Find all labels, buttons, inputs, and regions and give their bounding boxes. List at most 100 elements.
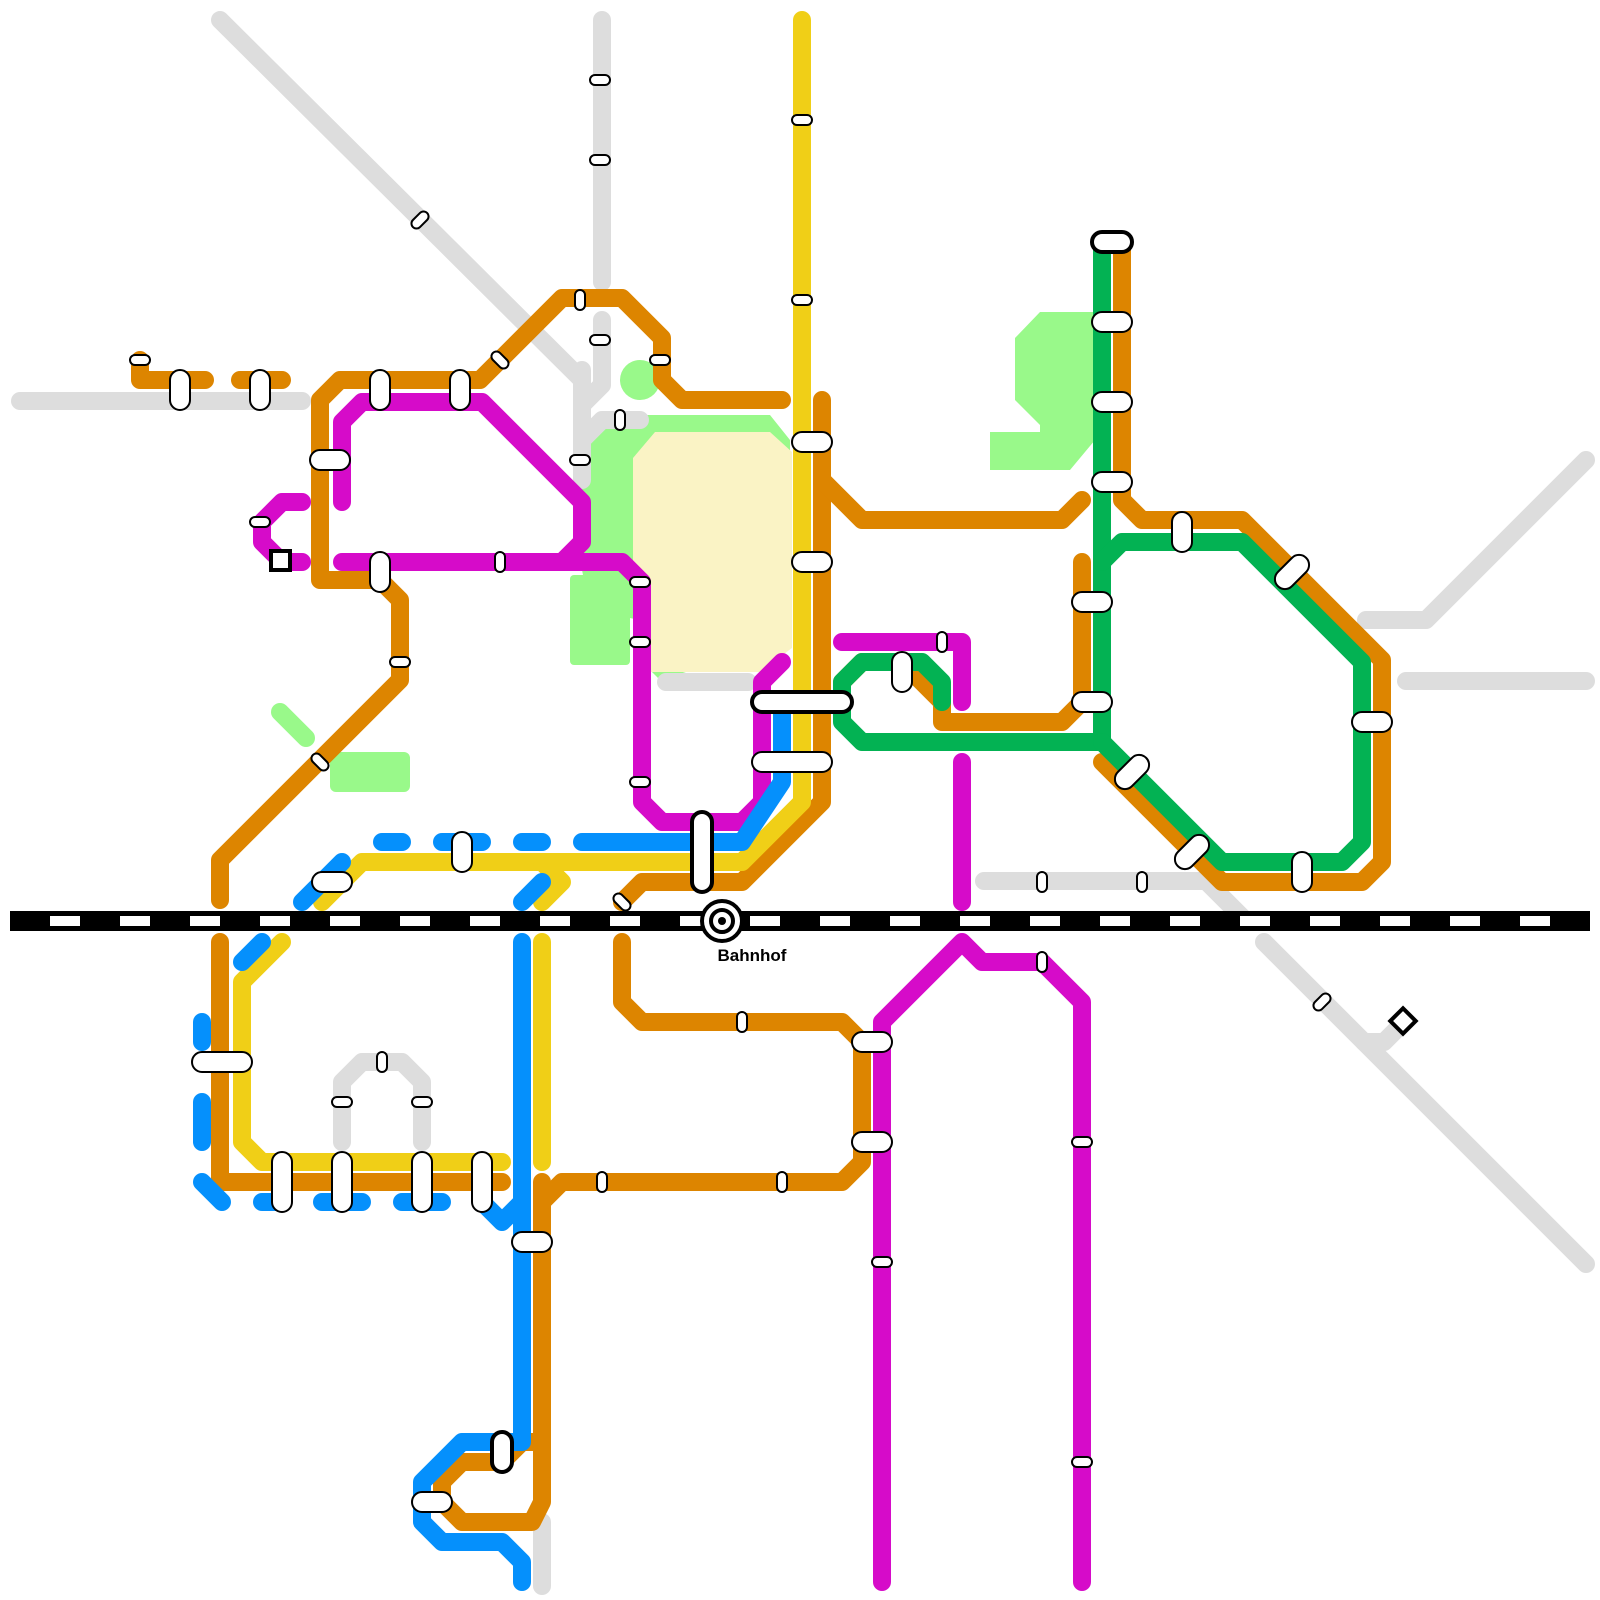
station-marker[interactable]: [411, 1491, 453, 1513]
station-marker[interactable]: [249, 516, 271, 528]
gray-line-east-upper: [1357, 451, 1595, 629]
square-terminal-icon[interactable]: [269, 549, 292, 572]
railway-dash: [680, 916, 710, 926]
green-line-ring: [1093, 533, 1371, 871]
orange-line-south-east: [533, 933, 871, 1211]
orange-line-east-branch: [813, 471, 1091, 529]
railway-dash: [1450, 916, 1480, 926]
park-east: [990, 312, 1095, 470]
railway-dash: [960, 916, 990, 926]
station-marker[interactable]: [309, 751, 330, 772]
station-marker[interactable]: [851, 1031, 893, 1053]
park-circle: [620, 360, 660, 400]
station-marker[interactable]: [331, 1151, 353, 1213]
station-marker[interactable]: [596, 1171, 608, 1193]
station-marker[interactable]: [451, 831, 473, 873]
orange-line-central-vertical: [613, 391, 831, 911]
station-marker[interactable]: [1136, 871, 1148, 893]
line-magenta: [253, 393, 1091, 1591]
station-marker[interactable]: [511, 1231, 553, 1253]
station-marker[interactable]: [690, 810, 714, 894]
station-marker[interactable]: [311, 871, 353, 893]
station-marker[interactable]: [490, 1430, 514, 1474]
station-marker[interactable]: [1091, 391, 1133, 413]
station-marker[interactable]: [891, 651, 913, 693]
station-marker[interactable]: [271, 1151, 293, 1213]
central-hub-station[interactable]: Bahnhof: [700, 899, 787, 965]
station-marker[interactable]: [791, 294, 813, 306]
station-marker[interactable]: [629, 576, 651, 588]
station-marker[interactable]: [751, 751, 833, 773]
station-marker[interactable]: [471, 1151, 493, 1213]
station-marker[interactable]: [409, 209, 430, 230]
gray-line-loop-south: [333, 1053, 431, 1151]
station-marker[interactable]: [776, 1171, 788, 1193]
station-marker[interactable]: [376, 1051, 388, 1073]
station-marker[interactable]: [589, 334, 611, 346]
station-marker[interactable]: [1291, 851, 1313, 893]
railway-dash: [1380, 916, 1410, 926]
station-marker[interactable]: [1071, 1456, 1093, 1468]
station-marker[interactable]: [331, 1096, 353, 1108]
station-marker[interactable]: [1271, 551, 1313, 593]
gray-line-se-diagonal: [1255, 933, 1595, 1273]
station-marker[interactable]: [489, 349, 510, 370]
station-marker[interactable]: [1090, 230, 1134, 254]
station-marker[interactable]: [614, 409, 626, 431]
station-marker[interactable]: [569, 454, 591, 466]
station-marker[interactable]: [1071, 691, 1113, 713]
station-marker[interactable]: [369, 369, 391, 411]
railway-dash: [190, 916, 220, 926]
station-marker[interactable]: [411, 1151, 433, 1213]
station-marker[interactable]: [1071, 591, 1113, 613]
diamond-terminal-icon[interactable]: [1387, 1005, 1419, 1037]
station-marker[interactable]: [1071, 1136, 1093, 1148]
station-marker[interactable]: [736, 1011, 748, 1033]
station-marker[interactable]: [791, 431, 833, 453]
station-marker[interactable]: [129, 354, 151, 366]
station-marker[interactable]: [411, 1096, 433, 1108]
hub-center-dot: [718, 917, 726, 925]
railway-dash: [1170, 916, 1200, 926]
railway-dash: [1100, 916, 1130, 926]
station-marker[interactable]: [649, 354, 671, 366]
station-marker[interactable]: [1036, 871, 1048, 893]
station-marker[interactable]: [1091, 471, 1133, 493]
station-marker[interactable]: [791, 114, 813, 126]
station-marker[interactable]: [574, 289, 586, 311]
station-marker[interactable]: [871, 1256, 893, 1268]
station-marker[interactable]: [1311, 991, 1332, 1012]
station-marker[interactable]: [1171, 831, 1213, 873]
station-marker[interactable]: [1036, 951, 1048, 973]
station-marker[interactable]: [936, 631, 948, 653]
station-marker[interactable]: [389, 656, 411, 668]
railway-dash: [1520, 916, 1550, 926]
station-marker[interactable]: [449, 369, 471, 411]
station-marker[interactable]: [629, 776, 651, 788]
station-marker[interactable]: [369, 551, 391, 593]
station-marker[interactable]: [851, 1131, 893, 1153]
station-marker[interactable]: [1351, 711, 1393, 733]
station-marker[interactable]: [249, 369, 271, 411]
station-marker[interactable]: [1091, 311, 1133, 333]
park-block-left: [570, 575, 630, 665]
station-marker[interactable]: [169, 369, 191, 411]
station-marker[interactable]: [791, 551, 833, 573]
station-marker[interactable]: [191, 1051, 253, 1073]
station-marker[interactable]: [611, 891, 632, 912]
railway-dash: [610, 916, 640, 926]
station-marker[interactable]: [629, 636, 651, 648]
station-marker[interactable]: [589, 154, 611, 166]
station-marker[interactable]: [1111, 751, 1153, 793]
magenta-line-south: [873, 933, 1091, 1591]
railway-dash: [540, 916, 570, 926]
station-marker[interactable]: [494, 551, 506, 573]
station-marker[interactable]: [309, 449, 351, 471]
station-marker[interactable]: [1171, 511, 1193, 553]
railway-dash: [260, 916, 290, 926]
orange-line-northeast: [1093, 233, 1391, 891]
station-marker[interactable]: [589, 74, 611, 86]
park-strip: [271, 703, 315, 747]
station-marker[interactable]: [750, 690, 854, 714]
